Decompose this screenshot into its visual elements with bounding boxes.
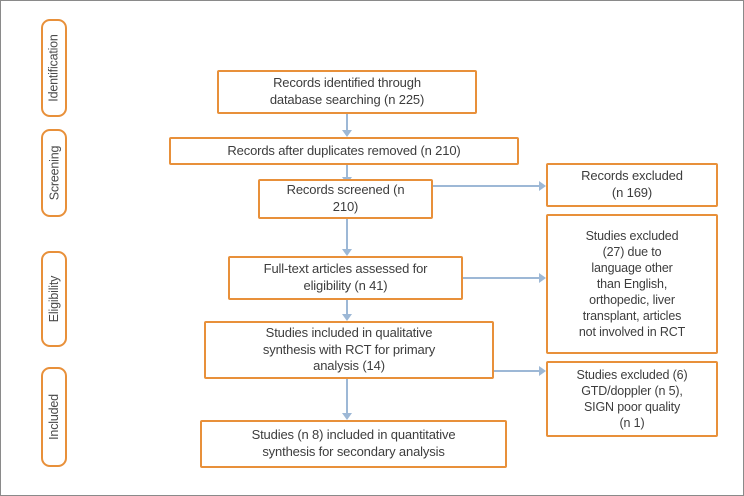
box-fulltext-assessed: Full-text articles assessed for eligibil… [228,256,463,300]
stage-label-identification-text: Identification [47,34,62,102]
box-records-excluded: Records excluded (n 169) [546,163,718,207]
stage-label-eligibility-text: Eligibility [47,275,61,323]
box-fulltext-assessed-line2: eligibility (n 41) [303,278,388,293]
arrowhead-identified-to-duplicates [342,130,352,137]
box-fulltext-assessed-text: Full-text articles assessed for eligibil… [236,261,455,294]
arrowhead-qualitative-to-quantitative [342,413,352,420]
box-records-excluded-line2: (n 169) [611,185,653,200]
box-studies-excluded-quality-line1: Studies excluded (6) [576,368,688,382]
box-records-after-duplicates: Records after duplicates removed (n 210) [169,137,519,165]
connector-fulltext-to-excluded-language [463,277,541,279]
box-studies-excluded-language-line3: language other [591,261,673,275]
box-studies-excluded-language-line5: orthopedic, liver [589,293,675,307]
box-records-identified-line2: database searching (n 225) [269,92,425,107]
connector-screened-to-excluded [433,185,541,187]
connector-qualitative-to-excluded-quality [494,370,541,372]
connector-fulltext-to-qualitative [346,300,348,316]
box-qualitative-synthesis-line3: analysis (14) [313,358,385,374]
box-records-screened: Records screened (n 210) [258,179,433,219]
box-studies-excluded-language-line7: not involved in RCT [578,325,686,339]
box-quantitative-synthesis-text: Studies (n 8) included in quantitative s… [208,427,499,460]
stage-label-eligibility: Eligibility [41,251,67,347]
box-studies-excluded-quality-line3: SIGN poor quality [583,400,681,414]
box-records-identified: Records identified through database sear… [217,70,477,114]
connector-screened-to-fulltext [346,219,348,251]
box-studies-excluded-quality-text: Studies excluded (6) GTD/doppler (n 5), … [554,367,710,431]
arrowhead-screened-to-excluded [539,181,546,191]
box-quantitative-synthesis: Studies (n 8) included in quantitative s… [200,420,507,468]
box-records-after-duplicates-line1: Records after duplicates removed (n 210) [227,142,461,158]
box-studies-excluded-language: Studies excluded (27) due to language ot… [546,214,718,354]
stage-label-identification: Identification [41,19,67,117]
stage-label-included-text: Included [47,394,62,440]
box-records-identified-text: Records identified through database sear… [225,75,469,108]
box-qualitative-synthesis-text: Studies included in qualitative synthesi… [212,325,486,375]
box-records-excluded-text: Records excluded (n 169) [554,168,710,201]
box-quantitative-synthesis-line2: synthesis for secondary analysis [262,444,445,459]
box-studies-excluded-language-line1: Studies excluded [585,229,679,243]
connector-qualitative-to-quantitative [346,379,348,415]
stage-label-screening: Screening [41,129,67,217]
connector-identified-to-duplicates [346,114,348,132]
connector-duplicates-to-screened [346,165,348,179]
box-qualitative-synthesis-line1: Studies included in qualitative [265,325,433,341]
box-records-identified-line1: Records identified through [273,75,421,91]
box-records-screened-line1: Records screened (n [286,182,405,198]
box-qualitative-synthesis-line2: synthesis with RCT for primary [262,341,436,357]
box-records-screened-line2: 210) [332,199,359,214]
box-records-excluded-line1: Records excluded [581,168,683,184]
box-studies-excluded-language-line4: than English, [596,277,668,291]
box-studies-excluded-quality-line4: (n 1) [619,416,645,430]
arrowhead-fulltext-to-excluded-language [539,273,546,283]
box-quantitative-synthesis-line1: Studies (n 8) included in quantitative [251,427,456,443]
box-records-screened-text: Records screened (n 210) [266,182,425,215]
box-fulltext-assessed-line1: Full-text articles assessed for [263,261,428,277]
box-studies-excluded-language-line2: (27) due to [602,245,662,259]
stage-label-included: Included [41,367,67,467]
arrowhead-fulltext-to-qualitative [342,314,352,321]
box-studies-excluded-quality-line2: GTD/doppler (n 5), [581,384,683,398]
stage-label-screening-text: Screening [47,145,61,201]
box-studies-excluded-language-line6: transplant, articles [582,309,682,323]
arrowhead-qualitative-to-excluded-quality [539,366,546,376]
box-qualitative-synthesis: Studies included in qualitative synthesi… [204,321,494,379]
box-studies-excluded-quality: Studies excluded (6) GTD/doppler (n 5), … [546,361,718,437]
box-studies-excluded-language-text: Studies excluded (27) due to language ot… [554,228,710,340]
arrowhead-screened-to-fulltext [342,249,352,256]
